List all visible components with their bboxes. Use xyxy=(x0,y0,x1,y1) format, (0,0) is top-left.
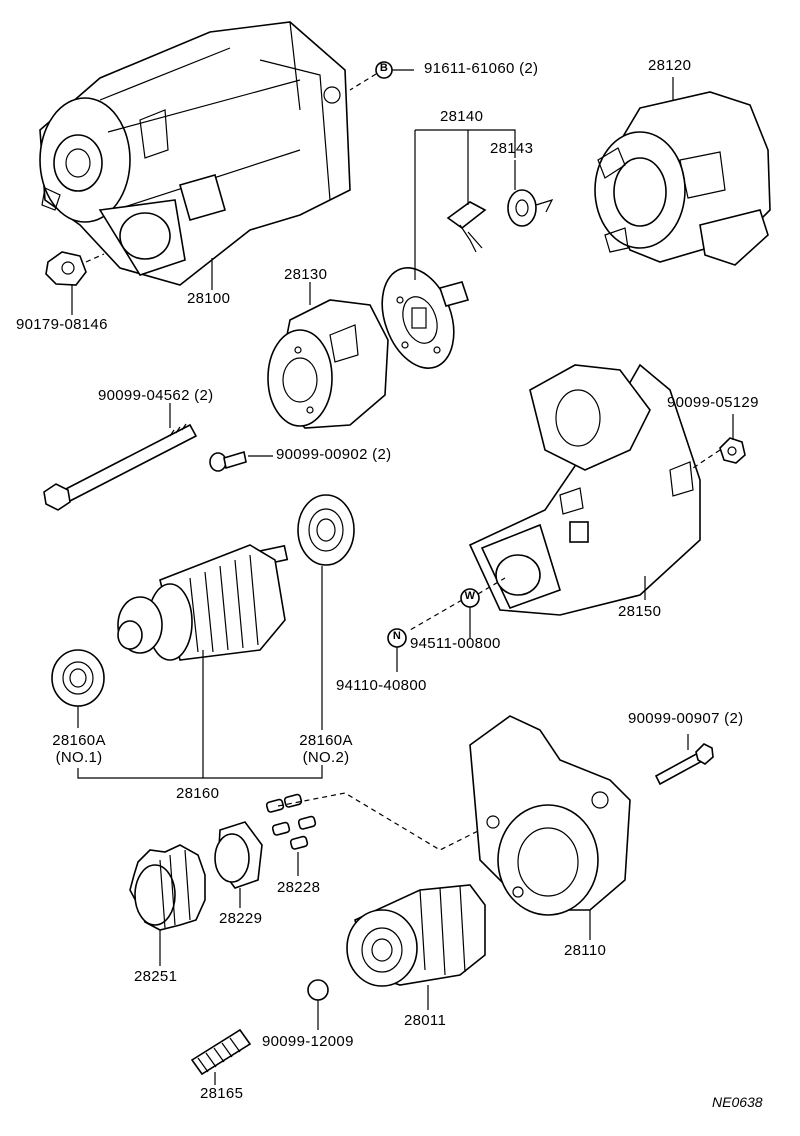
brush-holder-28140 xyxy=(381,267,470,369)
label-28160A-no2-sub: (NO.2) xyxy=(302,749,350,766)
label-28150: 28150 xyxy=(618,603,662,620)
label-90099-04562: 90099-04562 (2) xyxy=(98,387,214,404)
starter-motor-assembly xyxy=(39,21,351,286)
label-28160A-no1-sub: (NO.1) xyxy=(55,749,103,766)
spring-28143 xyxy=(507,189,554,227)
through-bolt-90099-04562 xyxy=(43,423,198,511)
label-28100: 28100 xyxy=(187,290,231,307)
bearing-28160A-no1 xyxy=(51,649,105,707)
drive-housing-28110 xyxy=(469,715,631,916)
label-28143: 28143 xyxy=(490,140,534,157)
bolt-90099-00907 xyxy=(654,743,714,786)
label-94511-00800: 94511-00800 xyxy=(410,635,501,652)
label-28160A-no2-number: 28160A xyxy=(299,732,353,749)
nut-90099-05129 xyxy=(719,437,746,464)
label-28120: 28120 xyxy=(648,57,692,74)
end-frame-28130 xyxy=(267,299,389,429)
label-28229: 28229 xyxy=(219,910,263,927)
armature-28160 xyxy=(117,544,289,661)
label-28228: 28228 xyxy=(277,879,321,896)
label-90099-00907: 90099-00907 (2) xyxy=(628,710,744,727)
yoke-28150 xyxy=(468,363,701,616)
label-28110: 28110 xyxy=(564,942,607,959)
marker-w: W xyxy=(464,590,476,602)
ball-90099-12009 xyxy=(307,979,329,1001)
label-28160A-no1-number: 28160A xyxy=(52,732,106,749)
label-28160: 28160 xyxy=(176,785,220,802)
bearing-28160A-no2 xyxy=(297,494,355,566)
starter-clutch-28011 xyxy=(346,884,486,987)
label-28251: 28251 xyxy=(134,968,178,985)
screw-90099-00902 xyxy=(209,450,247,472)
marker-n: N xyxy=(392,630,402,642)
solenoid-28120 xyxy=(594,91,771,266)
idler-gear-28251 xyxy=(129,844,206,931)
spring-28165 xyxy=(190,1028,252,1076)
label-90179-08146: 90179-08146 xyxy=(16,316,108,333)
label-28140: 28140 xyxy=(440,108,484,125)
label-94110-40800: 94110-40800 xyxy=(336,677,427,694)
label-90099-00902: 90099-00902 (2) xyxy=(276,446,392,463)
label-28130: 28130 xyxy=(284,266,328,283)
marker-b: B xyxy=(379,62,389,74)
brush-piece xyxy=(446,201,487,253)
label-28011: 28011 xyxy=(404,1012,447,1029)
label-91611-61060: 91611-61060 (2) xyxy=(424,60,539,77)
retainer-28229 xyxy=(214,821,263,889)
label-90099-12009: 90099-12009 xyxy=(262,1033,354,1050)
reference-code: NE0638 xyxy=(712,1094,763,1110)
label-90099-05129: 90099-05129 xyxy=(667,394,759,411)
nut-90179-08146 xyxy=(45,251,87,286)
label-28165: 28165 xyxy=(200,1085,244,1102)
pins-28228 xyxy=(265,793,317,850)
leader-lines xyxy=(71,69,734,1085)
